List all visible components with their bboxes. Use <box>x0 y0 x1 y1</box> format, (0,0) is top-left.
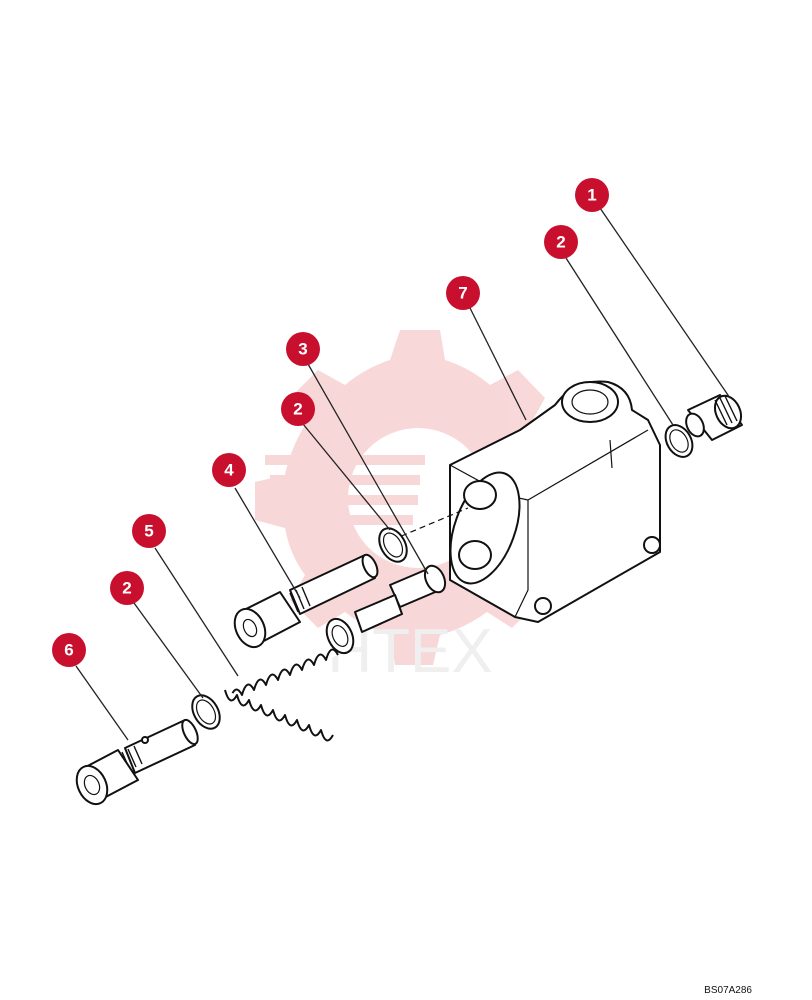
callout-5: 5 <box>132 514 166 548</box>
valve-body-part <box>391 380 661 623</box>
poppet-part <box>325 564 447 655</box>
callout-2: 2 <box>110 571 144 605</box>
svg-text:1: 1 <box>587 186 596 205</box>
drawing-code: BS07A286 <box>704 985 752 996</box>
hex-plug-part <box>75 718 199 806</box>
callout-4: 4 <box>212 453 246 487</box>
adapter-part <box>233 553 379 649</box>
svg-text:2: 2 <box>556 233 565 252</box>
callout-1: 1 <box>575 178 609 212</box>
svg-text:7: 7 <box>458 284 467 303</box>
callout-6: 6 <box>52 633 86 667</box>
callout-7: 7 <box>446 276 480 310</box>
spring-part <box>224 648 339 742</box>
callout-3: 3 <box>286 332 320 366</box>
svg-text:5: 5 <box>144 522 153 541</box>
o-ring-part <box>378 527 408 563</box>
callout-2: 2 <box>544 225 578 259</box>
svg-text:4: 4 <box>224 461 234 480</box>
svg-text:3: 3 <box>298 340 307 359</box>
svg-text:2: 2 <box>293 400 302 419</box>
svg-text:2: 2 <box>122 579 131 598</box>
o-ring-part <box>664 424 694 458</box>
leader-lines <box>75 207 731 741</box>
plug-part <box>685 394 743 441</box>
o-ring-part <box>191 694 221 730</box>
callout-2: 2 <box>281 392 315 426</box>
svg-text:6: 6 <box>64 641 73 660</box>
watermark-text: HTEX <box>327 617 492 686</box>
